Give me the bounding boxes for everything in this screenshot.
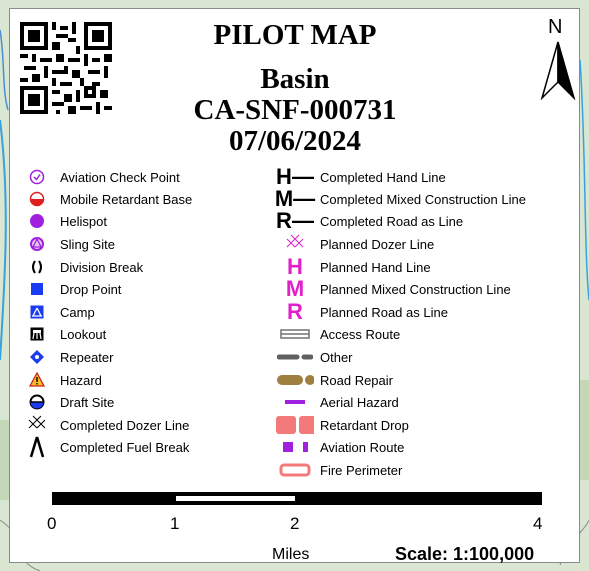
scale-tick-2: 2 xyxy=(290,514,300,533)
legend-item-road-repair: Road Repair xyxy=(276,369,393,391)
fire-perimeter-icon xyxy=(276,459,314,481)
draft-site-icon xyxy=(22,391,52,413)
mobile-retardant-base-icon xyxy=(22,188,52,210)
legend-item-completed-mixed-construction-line: M— Completed Mixed Construction Line xyxy=(274,186,526,211)
map-date: 07/06/2024 xyxy=(228,125,362,157)
aviation-route-icon xyxy=(276,436,314,458)
access-route-icon xyxy=(276,323,314,345)
legend-item-lookout: Lookout xyxy=(22,323,106,345)
legend-item-completed-fuel-break: Completed Fuel Break xyxy=(22,436,189,458)
legend-item-mobile-retardant-base: Mobile Retardant Base xyxy=(22,188,192,210)
scale-tick-1: 1 xyxy=(170,514,180,533)
camp-icon xyxy=(22,301,52,323)
north-label: N xyxy=(548,16,563,38)
legend-item-helispot: Helispot xyxy=(22,210,107,232)
completed-fuel-break-icon xyxy=(22,436,52,458)
lookout-icon xyxy=(22,323,52,345)
incident-number: CA-SNF-000731 xyxy=(193,94,397,126)
legend-item-aviation-route: Aviation Route xyxy=(276,436,404,458)
scale-ratio: Scale: 1:100,000 xyxy=(395,544,535,564)
legend-item-planned-hand-line: H Planned Hand Line xyxy=(276,256,431,278)
completed-mixed-construction-line-icon: M— xyxy=(274,186,316,211)
legend-item-completed-road-as-line: R— Completed Road as Line xyxy=(276,208,464,233)
legend-item-camp: Camp xyxy=(22,301,95,323)
legend-item-aerial-hazard: Aerial Hazard xyxy=(276,391,399,413)
completed-hand-line-icon: H— xyxy=(276,164,314,189)
legend-item-retardant-drop: Retardant Drop xyxy=(276,414,409,436)
completed-dozer-line-icon xyxy=(22,414,52,436)
completed-road-as-line-icon: R— xyxy=(276,208,314,233)
qr-code xyxy=(20,22,112,114)
legend-item-planned-dozer-line: Planned Dozer Line xyxy=(276,233,434,255)
planned-road-as-line-icon: R xyxy=(287,299,303,324)
aviation-check-point-icon xyxy=(22,166,52,188)
division-break-icon xyxy=(22,256,52,278)
legend-item-draft-site: Draft Site xyxy=(22,391,114,413)
north-arrow-icon xyxy=(540,41,576,100)
legend-item-planned-road-as-line: R Planned Road as Line xyxy=(276,301,448,323)
legend-item-planned-mixed-construction-line: M Planned Mixed Construction Line xyxy=(276,278,511,300)
legend-item-aviation-check-point: Aviation Check Point xyxy=(22,166,180,188)
incident-name: Basin xyxy=(260,63,330,95)
scale-units: Miles xyxy=(272,546,310,563)
legend-item-repeater: Repeater xyxy=(22,346,113,368)
hazard-icon xyxy=(22,369,52,391)
sling-site-icon xyxy=(22,233,52,255)
planned-dozer-line-icon xyxy=(276,233,314,255)
legend-item-other: Other xyxy=(276,346,353,368)
aerial-hazard-icon xyxy=(276,391,314,413)
planned-mixed-construction-line-icon: M xyxy=(285,276,305,301)
scale-tick-0: 0 xyxy=(47,514,57,533)
legend-item-division-break: Division Break xyxy=(22,256,143,278)
retardant-drop-icon xyxy=(276,414,314,436)
legend-item-completed-dozer-line: Completed Dozer Line xyxy=(22,414,189,436)
legend-item-fire-perimeter: Fire Perimeter xyxy=(276,459,402,481)
planned-hand-line-icon: H xyxy=(287,254,303,279)
legend-item-completed-hand-line: H— Completed Hand Line xyxy=(276,164,446,189)
map-title: PILOT MAP xyxy=(213,19,377,51)
scale-bar xyxy=(52,492,542,505)
legend-item-sling-site: Sling Site xyxy=(22,233,115,255)
other-line-icon xyxy=(276,346,314,368)
drop-point-icon xyxy=(22,278,52,300)
helispot-icon xyxy=(22,210,52,232)
legend-item-hazard: Hazard xyxy=(22,369,102,391)
scale-tick-4: 4 xyxy=(533,514,543,533)
road-repair-icon xyxy=(276,369,314,391)
legend-item-drop-point: Drop Point xyxy=(22,278,121,300)
repeater-icon xyxy=(22,346,52,368)
legend-item-access-route: Access Route xyxy=(276,323,400,345)
